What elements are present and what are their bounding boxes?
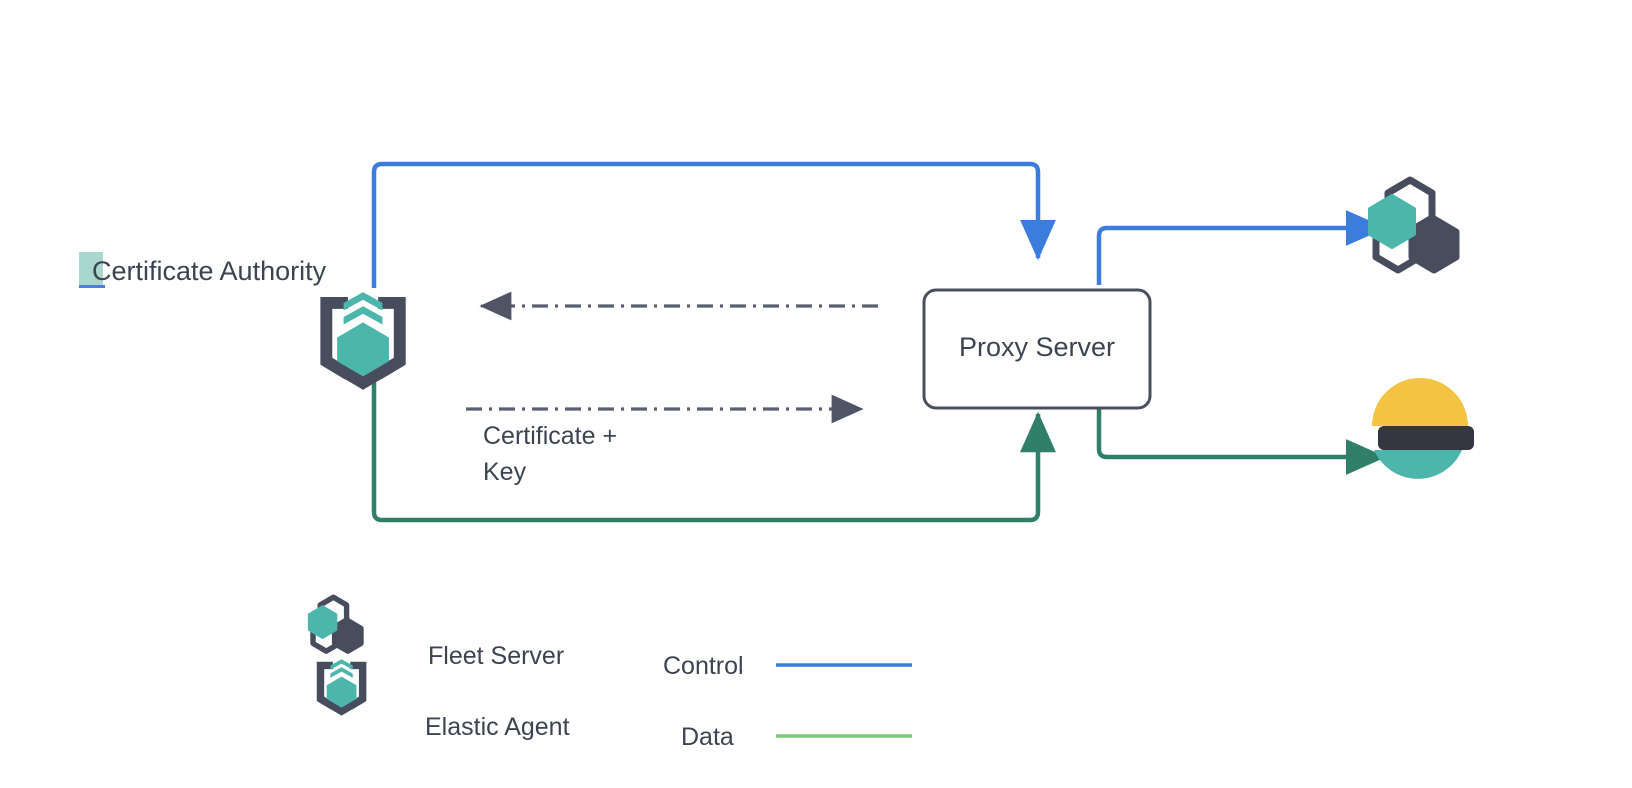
edge-control-agent-to-proxy xyxy=(371,161,1056,288)
certificate-key-label-line1: Certificate + xyxy=(483,422,618,450)
edge-control-proxy-to-fleet xyxy=(1096,210,1387,285)
proxy-server-label: Proxy Server xyxy=(958,332,1116,362)
legend-label-fleet-server: Fleet Server xyxy=(428,642,565,670)
certificate-key-label-line2: Key xyxy=(483,458,527,486)
legend-elastic-agent-icon xyxy=(316,659,367,716)
legend-label-elastic-agent: Elastic Agent xyxy=(425,713,570,741)
elasticsearch-icon xyxy=(1372,378,1474,479)
node-proxy-server[interactable] xyxy=(922,288,1152,410)
selection-highlight xyxy=(79,252,103,288)
edge-data-agent-to-proxy xyxy=(371,382,1056,523)
certificate-authority-label: Certificate Authority xyxy=(92,256,327,286)
selection-underline xyxy=(79,285,105,288)
legend-label-data: Data xyxy=(681,723,734,751)
elastic-agent-icon xyxy=(320,292,406,390)
legend-label-control: Control xyxy=(663,652,744,680)
fleet-server-icon xyxy=(1368,176,1460,274)
edge-data-proxy-to-elasticsearch xyxy=(1096,404,1387,475)
legend-fleet-server-icon xyxy=(307,594,364,654)
